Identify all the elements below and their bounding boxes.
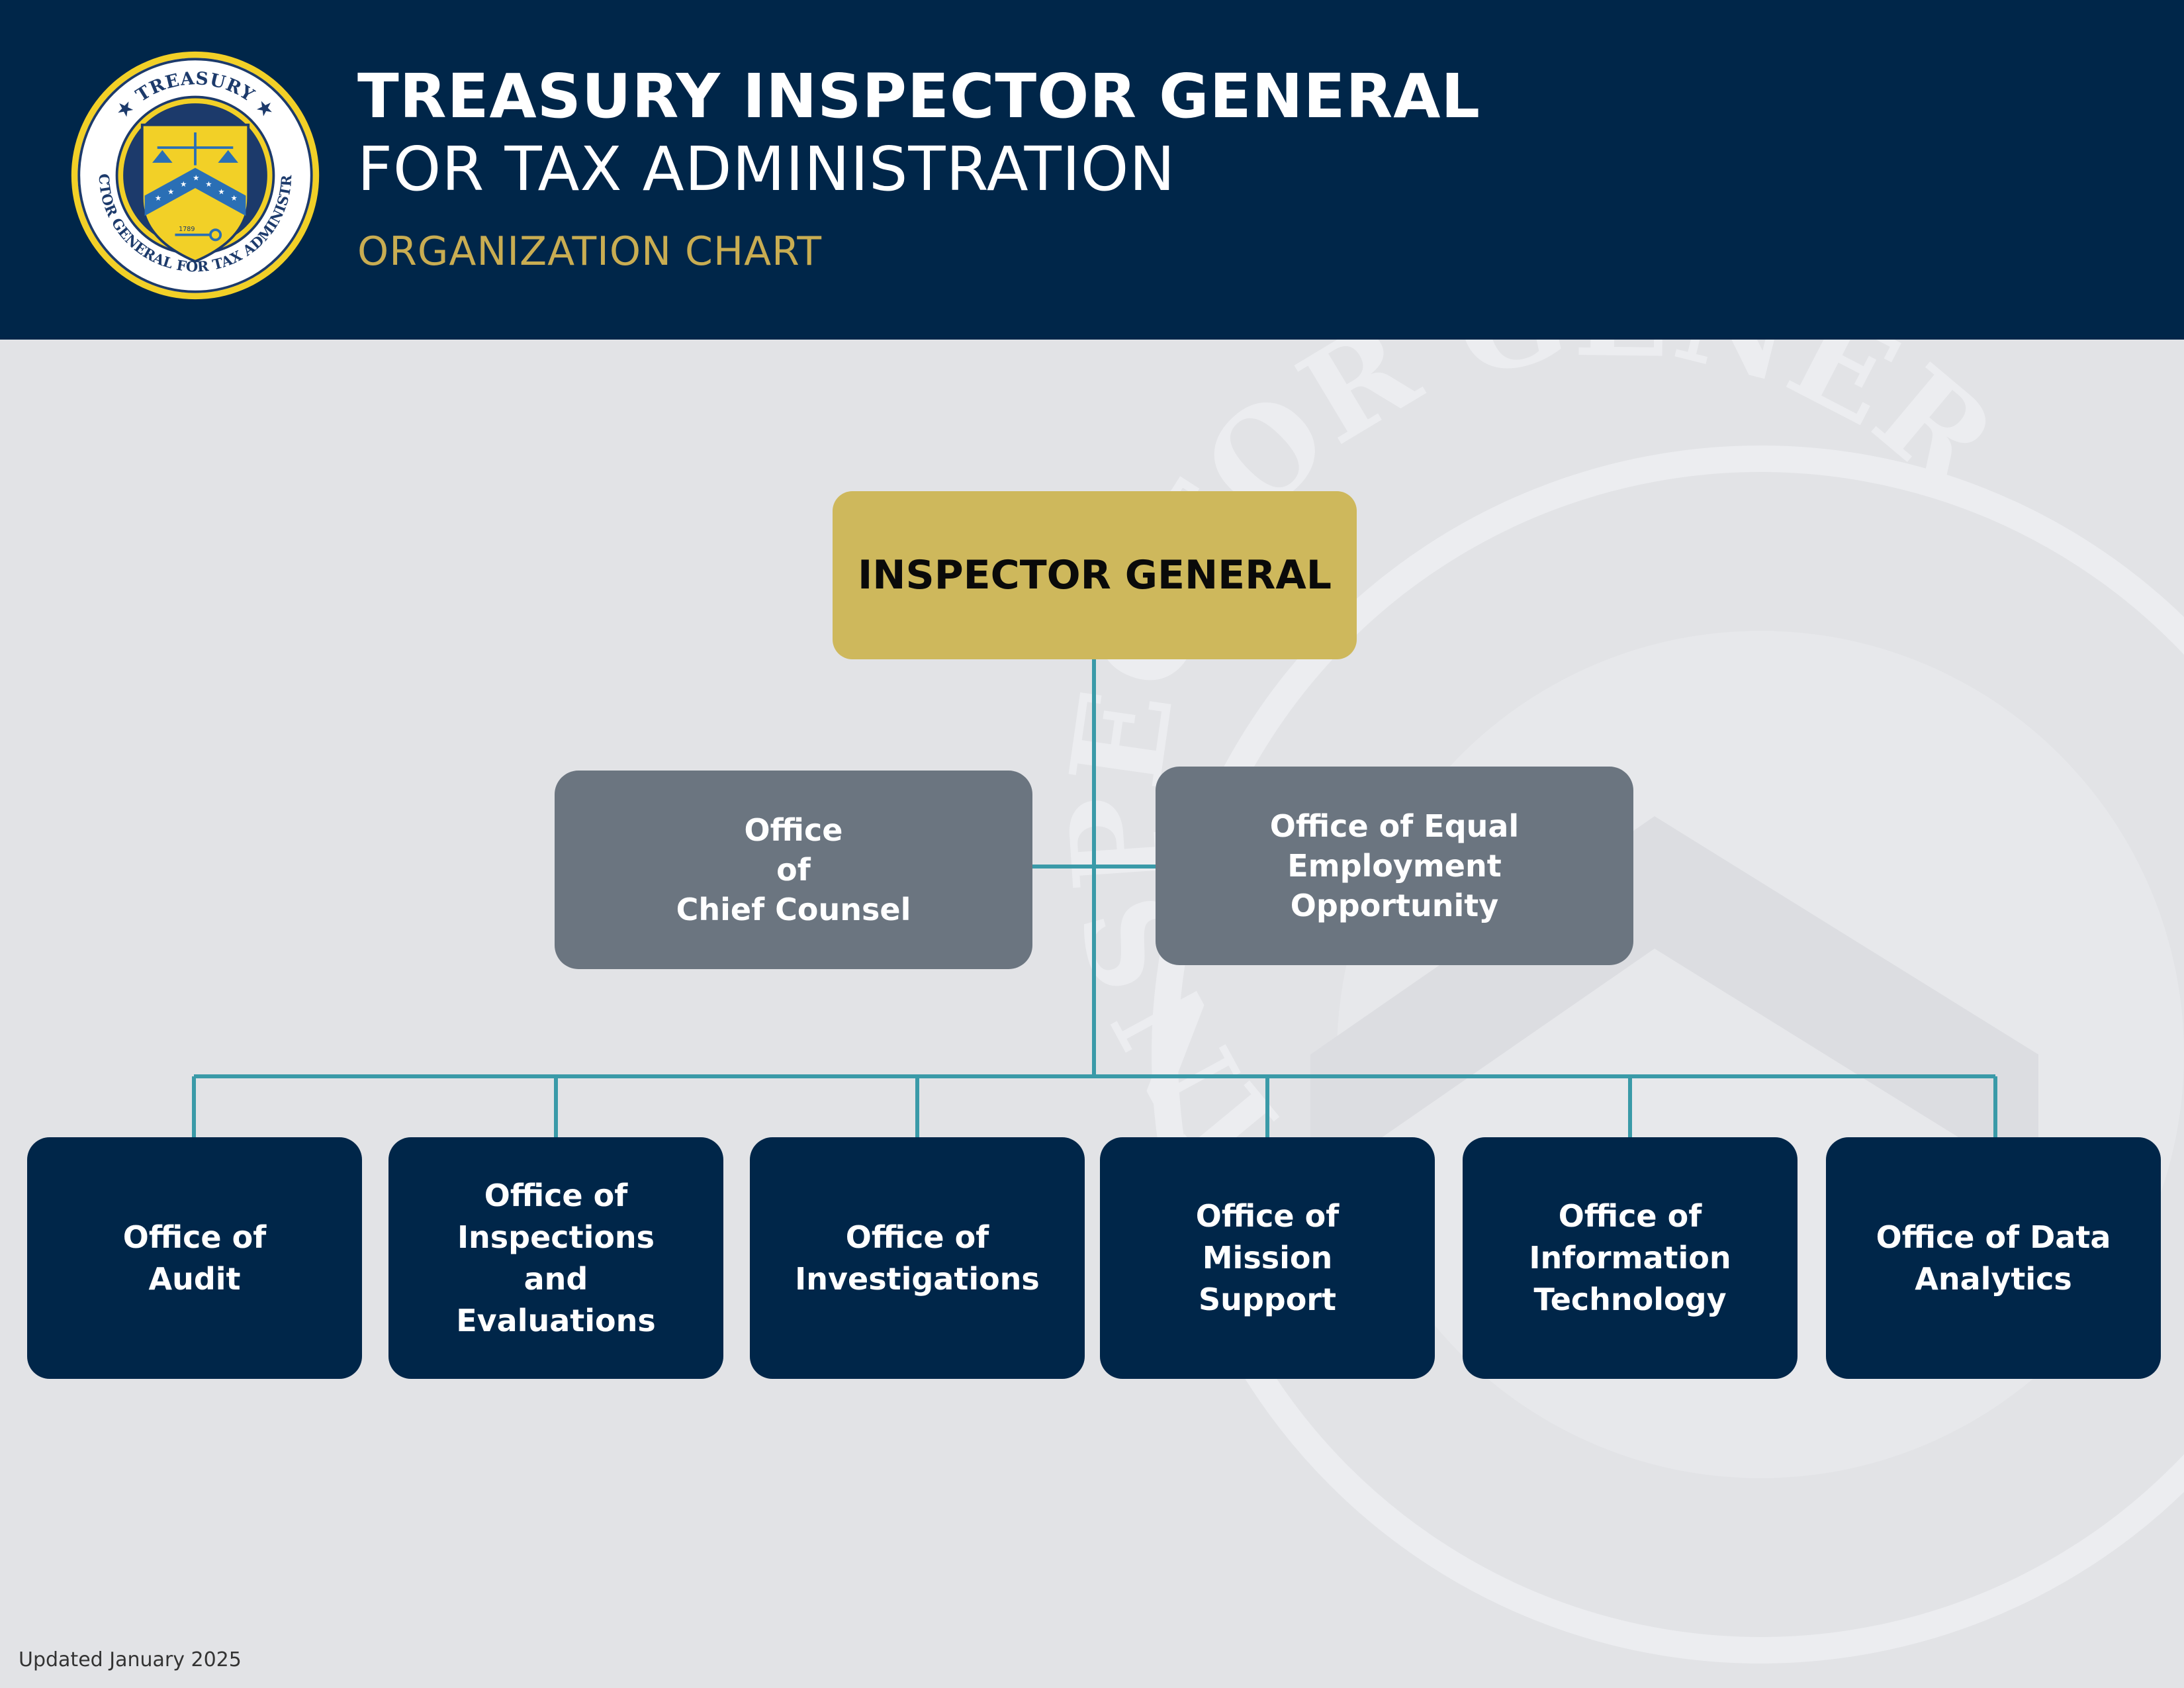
svg-text:★: ★ — [205, 179, 212, 189]
chief-counsel-box: Office of Chief Counsel — [555, 771, 1032, 969]
svg-text:★: ★ — [155, 193, 161, 203]
updated-date-note: Updated January 2025 — [19, 1648, 242, 1671]
header-banner: ★ TREASURY ★ INSPECTOR GENERAL FOR TAX A… — [0, 0, 2184, 340]
tigta-seal-icon: ★ TREASURY ★ INSPECTOR GENERAL FOR TAX A… — [69, 49, 320, 300]
office-mission-support-box: Office of Mission Support — [1100, 1137, 1435, 1379]
office-information-technology-box: Office of Information Technology — [1463, 1137, 1797, 1379]
office-audit-box: Office of Audit — [27, 1137, 362, 1379]
svg-text:★: ★ — [218, 187, 224, 197]
office-investigations-box: Office of Investigations — [750, 1137, 1085, 1379]
header-title-line1: TREASURY INSPECTOR GENERAL — [357, 61, 1481, 132]
svg-text:★: ★ — [180, 179, 187, 189]
svg-text:★: ★ — [167, 187, 174, 197]
header-subtitle: ORGANIZATION CHART — [357, 228, 823, 275]
equal-employment-opportunity-box: Office of Equal Employment Opportunity — [1156, 767, 1633, 965]
header-title-line2: FOR TAX ADMINISTRATION — [357, 134, 1176, 205]
svg-text:★: ★ — [193, 173, 199, 183]
inspector-general-box: INSPECTOR GENERAL — [833, 491, 1357, 659]
svg-text:1789: 1789 — [179, 226, 195, 233]
office-data-analytics-box: Office of Data Analytics — [1826, 1137, 2161, 1379]
office-inspections-evaluations-box: Office of Inspections and Evaluations — [388, 1137, 723, 1379]
svg-text:★: ★ — [230, 193, 237, 203]
